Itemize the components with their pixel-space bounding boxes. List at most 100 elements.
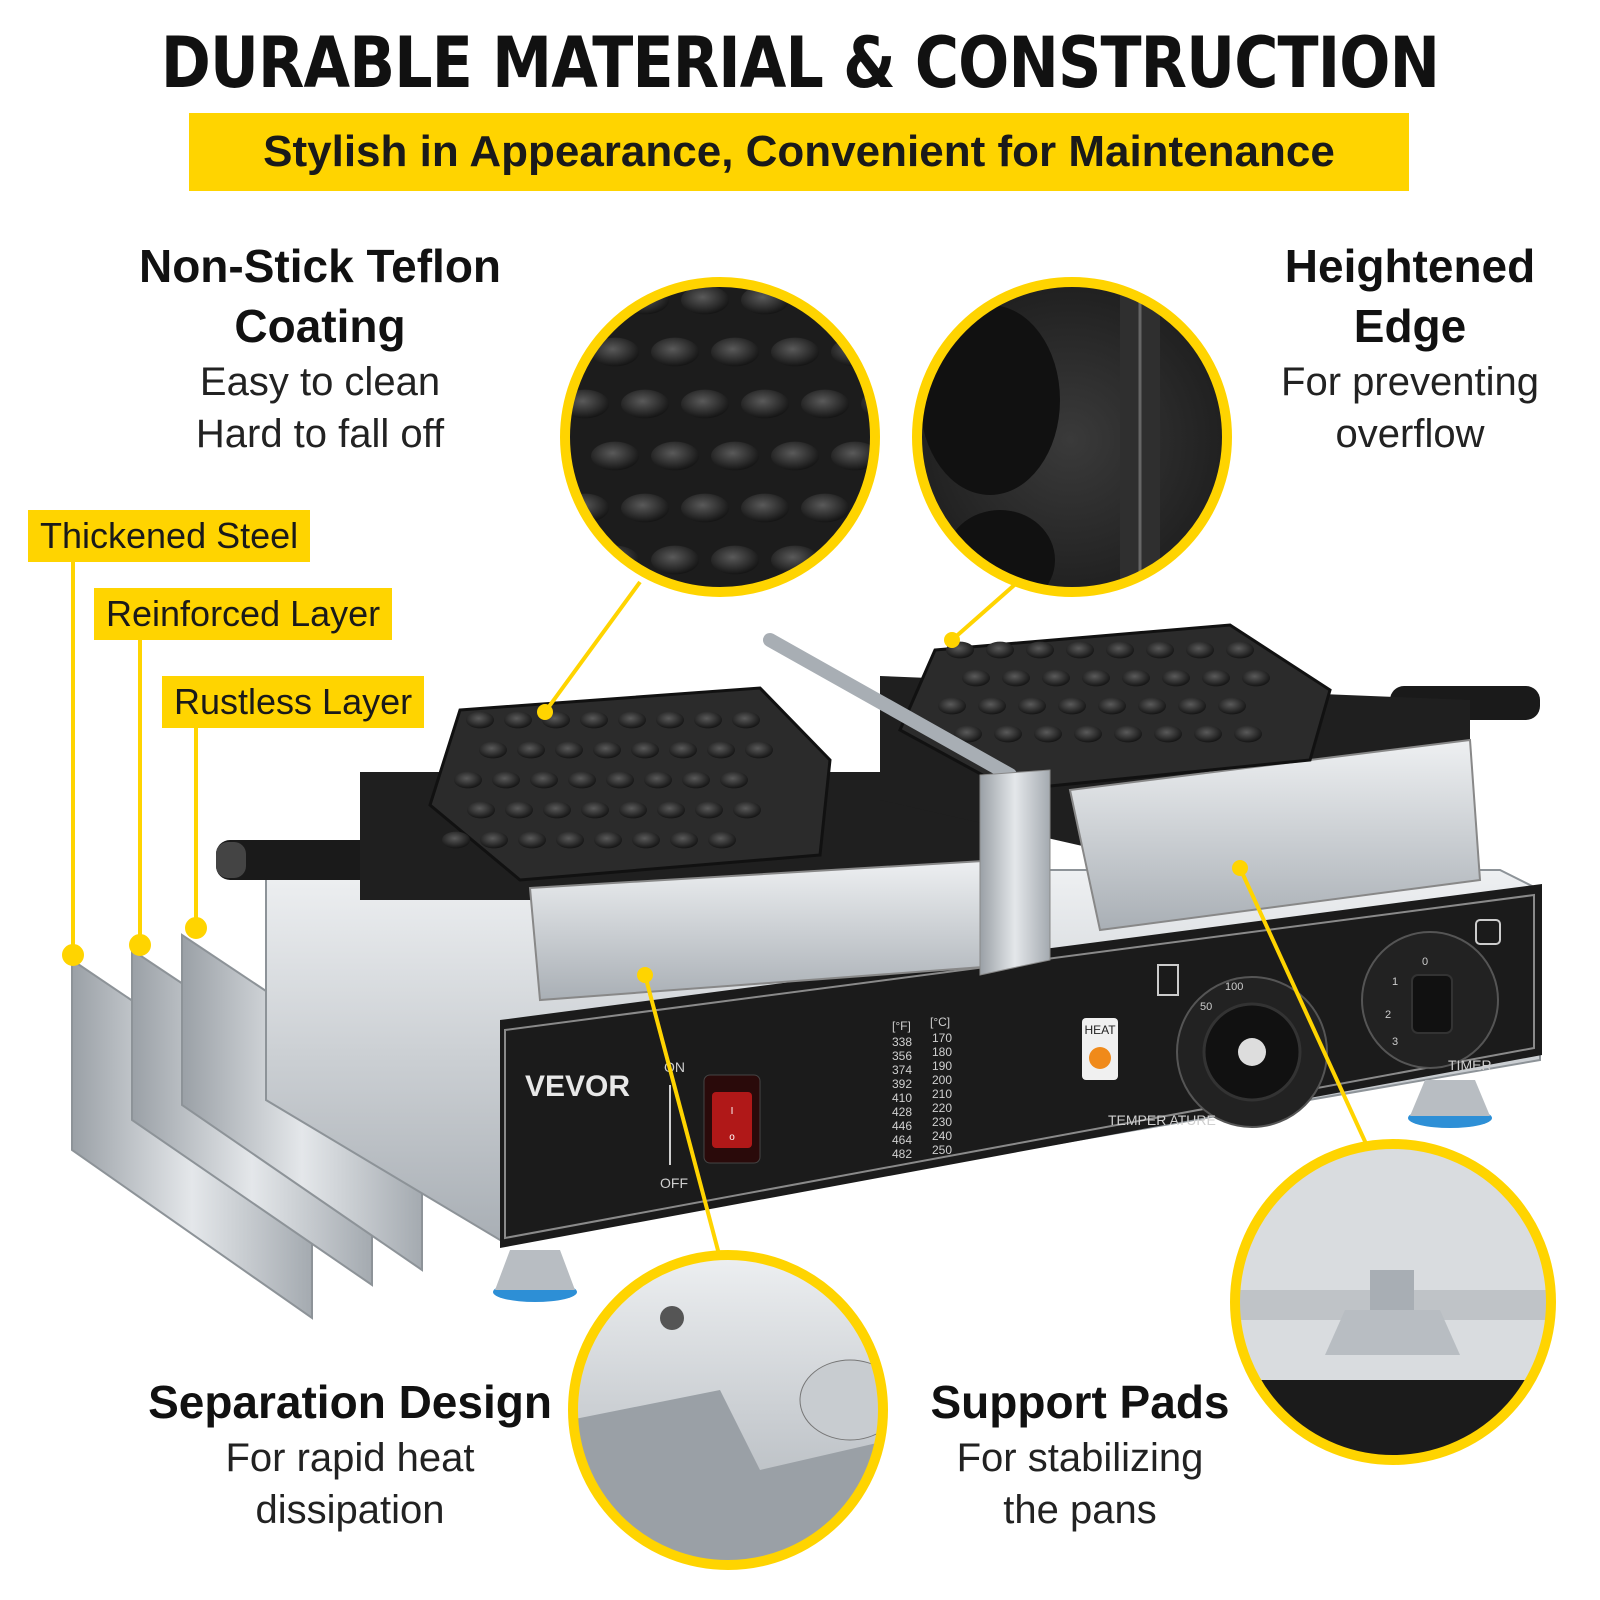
waffle-cup bbox=[954, 725, 982, 743]
waffle-cup bbox=[594, 831, 622, 849]
waffle-cup bbox=[1226, 641, 1254, 659]
feature-edge: Heightened Edge For preventing overflow bbox=[1230, 236, 1590, 460]
waffle-cup bbox=[1194, 725, 1222, 743]
waffle-cup bbox=[801, 389, 849, 419]
feature-pads: Support Pads For stabilizing the pans bbox=[900, 1372, 1260, 1536]
waffle-cup bbox=[1234, 725, 1262, 743]
waffle-cup bbox=[1162, 669, 1190, 687]
waffle-cup bbox=[442, 831, 470, 849]
waffle-cup bbox=[720, 771, 748, 789]
power-switch[interactable]: I o bbox=[703, 1074, 761, 1164]
feature-pads-heading: Support Pads bbox=[930, 1376, 1230, 1428]
feature-nonstick: Non-Stick Teflon Coating Easy to clean H… bbox=[90, 236, 550, 460]
feature-pads-line-2: the pans bbox=[1003, 1488, 1157, 1532]
waffle-cup bbox=[1154, 725, 1182, 743]
temperature-knob[interactable]: 50 100 bbox=[1176, 976, 1328, 1128]
layer-tag-thickened-steel: Thickened Steel bbox=[28, 510, 311, 562]
waffle-cup bbox=[621, 493, 669, 523]
feature-nonstick-heading-1: Non-Stick Teflon bbox=[138, 240, 502, 292]
waffle-cup bbox=[543, 801, 571, 819]
waffle-cup bbox=[681, 285, 729, 315]
waffle-cup bbox=[708, 831, 736, 849]
svg-text:0: 0 bbox=[1422, 956, 1428, 968]
waffle-cup bbox=[682, 771, 710, 789]
waffle-cup bbox=[861, 493, 875, 523]
fahrenheit-value: 374 bbox=[892, 1063, 912, 1077]
celsius-value: 190 bbox=[932, 1059, 952, 1073]
fahrenheit-value: 482 bbox=[892, 1147, 912, 1161]
waffle-cup bbox=[593, 741, 621, 759]
svg-text:[°F]: [°F] bbox=[892, 1019, 911, 1033]
zoom-pads bbox=[1230, 1139, 1556, 1465]
heat-indicator: HEAT bbox=[1082, 1018, 1118, 1080]
clock-icon bbox=[1475, 919, 1501, 945]
waffle-cup bbox=[1106, 641, 1134, 659]
waffle-cup bbox=[801, 493, 849, 523]
fahrenheit-value: 428 bbox=[892, 1105, 912, 1119]
waffle-cup bbox=[1178, 697, 1206, 715]
waffle-cup bbox=[1018, 697, 1046, 715]
leader-separation bbox=[643, 974, 722, 1259]
feature-nonstick-heading-2: Coating bbox=[234, 300, 406, 352]
feature-edge-heading-2: Edge bbox=[1353, 300, 1467, 352]
timer-knob[interactable]: 0 1 2 3 bbox=[1361, 931, 1499, 1069]
feature-edge-line-1: For preventing bbox=[1281, 360, 1539, 404]
switch-off-label: OFF bbox=[660, 1175, 688, 1191]
waffle-cup bbox=[505, 801, 533, 819]
waffle-cup bbox=[504, 711, 532, 729]
waffle-cup bbox=[556, 831, 584, 849]
waffle-cup bbox=[669, 741, 697, 759]
waffle-cup bbox=[695, 801, 723, 819]
brand-logo: VEVOR bbox=[525, 1070, 630, 1103]
waffle-cup bbox=[741, 389, 789, 419]
svg-text:2: 2 bbox=[1385, 1009, 1391, 1021]
layer-tag-reinforced: Reinforced Layer bbox=[94, 588, 393, 640]
thermometer-icon bbox=[1157, 964, 1179, 996]
waffle-cup bbox=[986, 641, 1014, 659]
fahrenheit-value: 410 bbox=[892, 1091, 912, 1105]
page-title: DURABLE MATERIAL & CONSTRUCTION bbox=[160, 22, 1440, 104]
waffle-cup bbox=[1242, 669, 1270, 687]
waffle-cup bbox=[517, 741, 545, 759]
waffle-cup bbox=[651, 441, 699, 471]
celsius-value: 200 bbox=[932, 1073, 952, 1087]
feature-nonstick-line-1: Easy to clean bbox=[199, 360, 441, 404]
feature-nonstick-line-2: Hard to fall off bbox=[195, 412, 445, 456]
waffle-cup bbox=[1146, 641, 1174, 659]
waffle-cup bbox=[745, 741, 773, 759]
svg-text:[°C]: [°C] bbox=[930, 1015, 950, 1029]
fahrenheit-value: 392 bbox=[892, 1077, 912, 1091]
feature-separation-heading: Separation Design bbox=[148, 1376, 552, 1428]
timer-label: TIMER bbox=[1448, 1057, 1492, 1073]
waffle-cup bbox=[580, 711, 608, 729]
left-waffle-plate bbox=[360, 686, 1012, 1002]
svg-text:HEAT: HEAT bbox=[1084, 1023, 1116, 1037]
waffle-cup bbox=[467, 801, 495, 819]
waffle-cup bbox=[711, 545, 759, 575]
waffle-cup bbox=[962, 669, 990, 687]
waffle-cup bbox=[1202, 669, 1230, 687]
waffle-cup bbox=[618, 711, 646, 729]
waffle-cup bbox=[651, 545, 699, 575]
waffle-cup bbox=[1098, 697, 1126, 715]
waffle-cup bbox=[831, 441, 875, 471]
waffle-cup bbox=[741, 493, 789, 523]
feature-edge-line-2: overflow bbox=[1335, 412, 1485, 456]
waffle-cup bbox=[771, 337, 819, 367]
waffle-cup bbox=[1026, 641, 1054, 659]
right-waffle-plate bbox=[880, 623, 1482, 932]
celsius-value: 240 bbox=[932, 1129, 952, 1143]
leader-edge bbox=[950, 578, 1022, 642]
waffle-cup bbox=[621, 389, 669, 419]
svg-text:50: 50 bbox=[1200, 1001, 1212, 1013]
feature-separation: Separation Design For rapid heat dissipa… bbox=[120, 1372, 580, 1536]
waffle-cup bbox=[1066, 641, 1094, 659]
feature-edge-heading-1: Heightened bbox=[1284, 240, 1536, 292]
waffle-cup bbox=[492, 771, 520, 789]
svg-text:o: o bbox=[729, 1132, 735, 1143]
waffle-cup bbox=[657, 801, 685, 819]
waffle-cup bbox=[1042, 669, 1070, 687]
leader-pads bbox=[1238, 867, 1370, 1149]
